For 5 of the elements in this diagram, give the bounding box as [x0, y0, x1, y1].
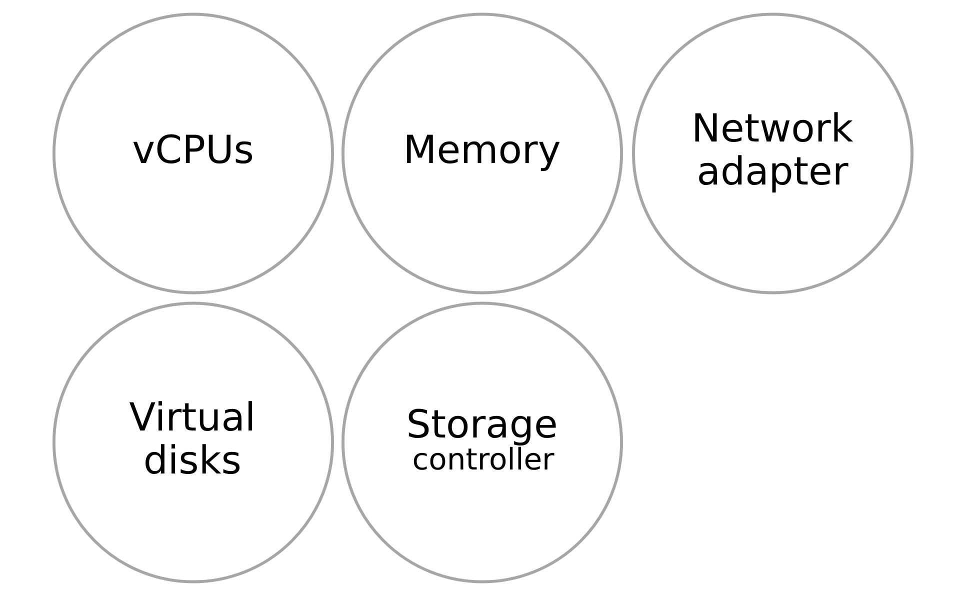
- node-circle: vCPUs: [52, 12, 334, 294]
- node-circle: Network adapter: [632, 12, 914, 294]
- node-circle: Memory: [341, 12, 624, 294]
- node-circle: Storage controller: [341, 302, 624, 584]
- node-circle: Virtual disks: [52, 302, 334, 584]
